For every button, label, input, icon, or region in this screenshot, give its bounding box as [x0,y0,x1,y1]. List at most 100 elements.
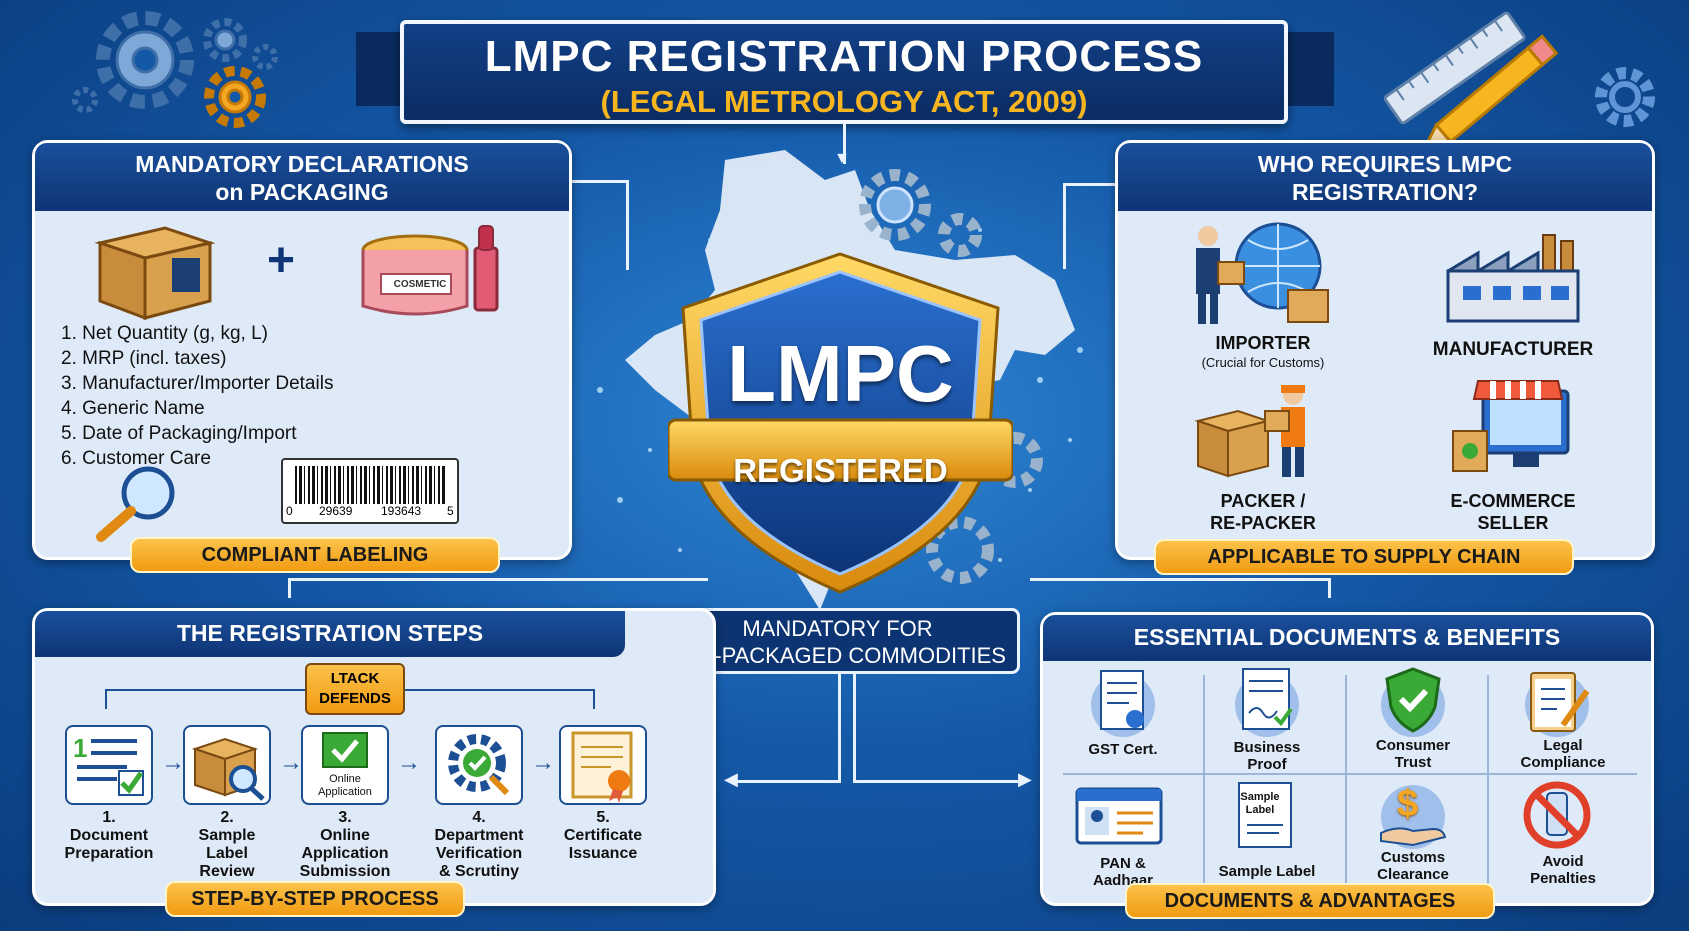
step-icon-certificate [559,725,647,805]
step-label-line: Certificate [563,827,643,844]
step-icon-verification [435,725,523,805]
step-label-line: Document [69,827,149,844]
step-label-line: Sample [198,827,256,844]
mandatory-line1: MANDATORY FOR [742,616,933,641]
declaration-item: 4. Generic Name [61,398,205,419]
divider [1487,675,1489,885]
connector-line [288,578,708,581]
who-footer: APPLICABLE TO SUPPLY CHAIN [1154,539,1574,575]
doc-label-line: Consumer [1375,737,1451,754]
declaration-item: 6. Customer Care [61,448,211,469]
doc-label-line: Trust [1394,754,1432,771]
docs-footer: DOCUMENTS & ADVANTAGES [1125,883,1495,919]
declarations-heading: MANDATORY DECLARATIONS on PACKAGING [35,143,569,211]
tag-connector [105,689,305,691]
dollar-icon: $ [1397,783,1419,825]
declarations-heading-line1: MANDATORY DECLARATIONS [135,151,469,177]
doc-label-line: Customs [1380,849,1446,866]
sample-label-tag-line1: Sample [1240,791,1280,803]
step-label-line: Department [434,827,524,844]
who-heading-line1: WHO REQUIRES LMPC [1257,151,1513,177]
doc-label-line: Compliance [1520,754,1606,771]
barcode-digit: 193643 [381,504,422,518]
doc-label-line: Legal [1543,737,1583,754]
connector-line [735,780,841,783]
step-icon-sample-label [183,725,271,805]
packer-label-line1: PACKER / [1220,491,1306,511]
customs-clearance-icon [1380,785,1447,849]
shield-banner-text: REGISTERED [733,452,948,489]
no-penalty-icon [1523,781,1591,849]
step-label-line: Label [206,845,248,862]
gst-certificate-icon [1091,670,1155,737]
barcode: 0 29639 193643 5 [281,458,459,524]
step-number: 1. [102,809,116,826]
who-heading-line2: REGISTRATION? [1291,179,1479,205]
connector-line [1328,578,1331,598]
tag-connector [593,689,595,709]
connector-line [843,124,846,164]
factory-icon [1446,234,1580,323]
doc-label: Legal Compliance [1493,737,1633,771]
mandatory-line2: PRE-PACKAGED COMMODITIES [669,643,1006,668]
doc-label-line: Sample Label [1218,863,1316,880]
step-label: 2. Sample Label Review [163,809,291,881]
docs-panel: ESSENTIAL DOCUMENTS & BENEFITS GST Cert.… [1040,612,1654,919]
doc-label: Consumer Trust [1343,737,1483,771]
consumer-trust-shield-icon [1381,667,1445,737]
steps-tag-line2: DEFENDS [319,690,391,707]
shield-text: LMPC [727,329,954,418]
doc-label: Customs Clearance [1343,849,1483,883]
divider [1345,675,1347,885]
legal-compliance-icon [1525,672,1590,737]
arrow-right-icon: → [161,749,185,776]
arrow-right-icon: → [279,749,303,776]
tag-connector [105,689,107,709]
title-banner: LMPC REGISTRATION PROCESS (LEGAL METROLO… [400,20,1288,124]
plus-sign: + [267,234,296,287]
importer-note: (Crucial for Customs) [1201,355,1325,370]
packer-icon [1194,385,1305,478]
connector-line [853,780,1023,783]
step-icon-document: 1 [65,725,153,805]
doc-label: Business Proof [1197,739,1337,773]
arrow-down-icon: ▼ [834,150,850,167]
doc-label: Sample Label [1197,863,1337,880]
doc-label-line: Proof [1247,756,1287,773]
ruler-pencil-icon [1383,11,1559,140]
doc-label-line: Clearance [1377,866,1449,883]
sample-label-icon [1238,782,1292,848]
docs-heading: ESSENTIAL DOCUMENTS & BENEFITS [1043,615,1651,661]
ecommerce-icon [1452,380,1570,472]
divider [1203,675,1205,885]
importer-icon [1196,222,1329,324]
declaration-item: 1. Net Quantity (g, kg, L) [61,323,268,344]
ecommerce-label-line1: E-COMMERCE [1450,491,1576,511]
tag-connector [405,689,595,691]
steps-tag: LTACK DEFENDS [305,663,405,715]
step-number: 5. [596,809,610,826]
step-label: 4. Department Verification & Scrutiny [415,809,543,881]
step-number: 3. [338,809,352,826]
page-subtitle: (LEGAL METROLOGY ACT, 2009) [600,84,1088,119]
svg-text:1: 1 [73,733,87,763]
step-label-line: Preparation [64,845,154,862]
connector-line [1030,578,1330,581]
sample-label-tag: Sample Label [1229,791,1291,817]
gear-icon [1595,67,1655,127]
step-label: 3. Online Application Submission [281,809,409,881]
cosmetic-label: COSMETIC [393,279,447,290]
step-label-line: & Scrutiny [438,863,519,880]
doc-label-line: GST Cert. [1088,741,1158,758]
id-card-icon [1075,787,1163,845]
declarations-heading-line2: on PACKAGING [215,179,389,205]
shield-gears-icon [859,169,1043,584]
sample-label-tag-line2: Label [1245,804,1275,816]
who-panel: WHO REQUIRES LMPC REGISTRATION? IMPORTER… [1115,140,1655,575]
connector-line [568,180,628,183]
packer-label: PACKER / RE-PACKER [1158,490,1368,534]
doc-label: Avoid Penalties [1493,853,1633,887]
connector-line [288,578,291,598]
step-label-line: Online [320,827,370,844]
packer-label-line2: RE-PACKER [1210,513,1316,533]
